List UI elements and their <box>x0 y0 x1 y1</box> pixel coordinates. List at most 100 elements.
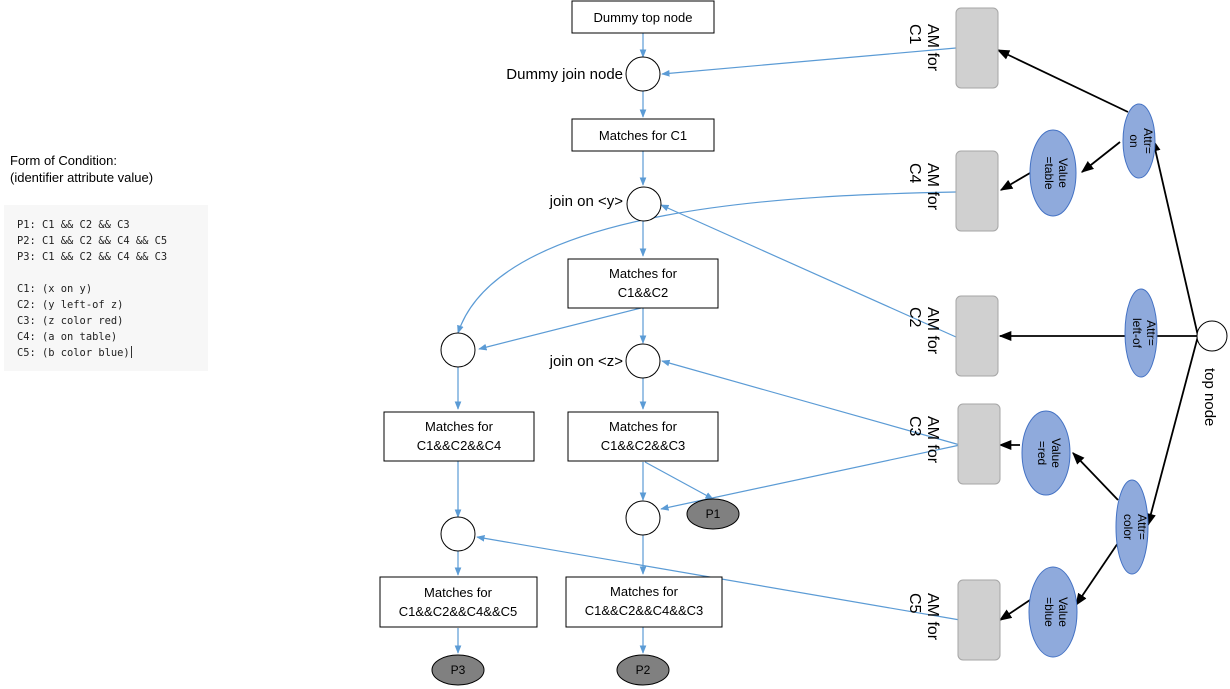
alpha-memory-c4 <box>955 150 999 232</box>
alpha-memories <box>955 7 1001 661</box>
matches-c1c2c3-box <box>567 411 719 462</box>
production-p1 <box>686 498 740 530</box>
production-p2-label: P2 <box>636 663 651 677</box>
edge <box>457 191 957 334</box>
test-attr-on-label-1: Attr= <box>1141 128 1155 154</box>
dummy-top-node-box <box>571 0 715 34</box>
test-attr-color-label-1: Attr= <box>1135 514 1149 540</box>
test-value-blue <box>1028 566 1078 658</box>
condition-line: C5: (b color blue) <box>17 345 208 361</box>
production-p2 <box>616 654 670 686</box>
text-cursor <box>130 346 132 358</box>
condition-line: C3: (z color red) <box>17 315 124 327</box>
beta-edges <box>454 33 961 654</box>
am-c3-label-2: C3 <box>906 416 923 437</box>
production-line: P1: C1 && C2 && C3 <box>17 219 130 231</box>
test-value-table-label-1: Value <box>1056 158 1070 188</box>
edge <box>999 172 1031 191</box>
matches-c1c2-label-1: Matches for <box>609 266 678 281</box>
edge <box>478 307 642 351</box>
edge <box>660 204 957 338</box>
join-c1c2c4-node <box>440 516 476 552</box>
edge <box>996 49 1129 113</box>
production-nodes <box>431 498 740 686</box>
join-y-label: join on <y> <box>549 193 624 210</box>
matches-c1-box <box>571 118 715 152</box>
join-c1c2c3-node <box>625 500 661 536</box>
am-c4-label-1: AM for <box>924 163 941 211</box>
condition-line-text: C5: (b color blue) <box>17 347 130 359</box>
dummy-join-label: Dummy join node <box>506 66 623 83</box>
join-y-node <box>626 186 662 222</box>
am-c4-label-2: C4 <box>906 163 923 184</box>
test-value-blue-label-1: Value <box>1056 597 1070 627</box>
edge <box>1075 539 1121 607</box>
join-nodes <box>440 56 662 552</box>
condition-form-caption: Form of Condition: (identifier attribute… <box>10 152 153 186</box>
production-p3 <box>431 654 485 686</box>
edge <box>660 444 961 511</box>
matches-c1c2c4c5-label-1: Matches for <box>424 585 493 600</box>
condition-line: C4: (a on table) <box>17 331 118 343</box>
top-node-label: top node <box>1201 368 1218 426</box>
test-attr-color-label-2: color <box>1121 514 1135 540</box>
test-value-red-label-1: Value <box>1049 438 1063 468</box>
join-z-node <box>625 343 661 379</box>
join-z-label: join on <z> <box>549 353 624 370</box>
dummy-top-node-label: Dummy top node <box>594 10 693 25</box>
am-c5-label-2: C5 <box>906 593 923 614</box>
alpha-test-nodes <box>1021 103 1158 658</box>
am-c2-label-1: AM for <box>924 307 941 355</box>
matches-c1c2c4c3-box <box>565 576 723 628</box>
test-value-table <box>1029 129 1077 217</box>
test-value-red <box>1021 410 1071 496</box>
edge <box>998 599 1031 621</box>
test-value-table-label-2: =table <box>1042 156 1056 189</box>
matches-c1c2-box <box>567 258 719 309</box>
matches-c1c2c4c5-label-2: C1&&C2&&C4&&C5 <box>399 604 518 619</box>
production-line: P3: C1 && C2 && C4 && C3 <box>17 251 168 263</box>
matches-c1c2c4c3-label-1: Matches for <box>610 584 679 599</box>
matches-c1c2c4-box <box>383 411 535 462</box>
am-c5-label-1: AM for <box>924 593 941 641</box>
beta-boxes <box>379 0 723 628</box>
matches-c1c2c4-label-1: Matches for <box>425 419 494 434</box>
edge <box>661 359 961 446</box>
edge <box>1150 138 1199 337</box>
matches-c1c2c4-label-2: C1&&C2&&C4 <box>417 438 502 453</box>
alpha-memory-c1 <box>955 7 999 89</box>
top-node <box>1196 320 1228 352</box>
production-line: P2: C1 && C2 && C4 && C5 <box>17 235 168 247</box>
matches-c1c2-label-2: C1&&C2 <box>618 285 669 300</box>
test-attr-color <box>1115 479 1149 575</box>
am-c1-label-2: C1 <box>906 24 923 45</box>
am-c3-label-1: AM for <box>924 416 941 464</box>
alpha-edges <box>996 49 1199 621</box>
alpha-memory-c2 <box>955 295 999 377</box>
test-attr-on-label-2: on <box>1127 134 1141 147</box>
condition-line: C1: (x on y) <box>17 283 93 295</box>
matches-c1-label: Matches for C1 <box>599 128 687 143</box>
matches-c1c2c4c3-label-2: C1&&C2&&C4&&C3 <box>585 603 704 618</box>
caption-line-2: (identifier attribute value) <box>10 170 154 185</box>
edge <box>1146 335 1199 527</box>
test-value-blue-label-2: =blue <box>1042 597 1056 627</box>
edge <box>644 461 714 500</box>
code-block[interactable]: P1: C1 && C2 && C3 P2: C1 && C2 && C4 && … <box>4 205 208 371</box>
caption-line-1: Form of Condition: <box>10 153 117 168</box>
test-attr-left-of <box>1124 288 1158 378</box>
condition-line: C2: (y left-of z) <box>17 299 124 311</box>
production-p3-label: P3 <box>451 663 466 677</box>
matches-c1c2c3-label-2: C1&&C2&&C3 <box>601 438 686 453</box>
test-attr-on <box>1122 103 1156 179</box>
matches-c1c2c4c5-box <box>379 576 538 628</box>
alpha-memory-c3 <box>957 403 1001 485</box>
am-c2-label-2: C2 <box>906 307 923 328</box>
edge <box>661 47 957 77</box>
edge <box>1081 141 1121 173</box>
matches-c1c2c3-label-1: Matches for <box>609 419 678 434</box>
test-attr-leftof-label-1: Attr= <box>1144 320 1158 346</box>
test-attr-leftof-label-2: left-of <box>1130 318 1144 349</box>
test-value-red-label-2: =red <box>1035 441 1049 465</box>
